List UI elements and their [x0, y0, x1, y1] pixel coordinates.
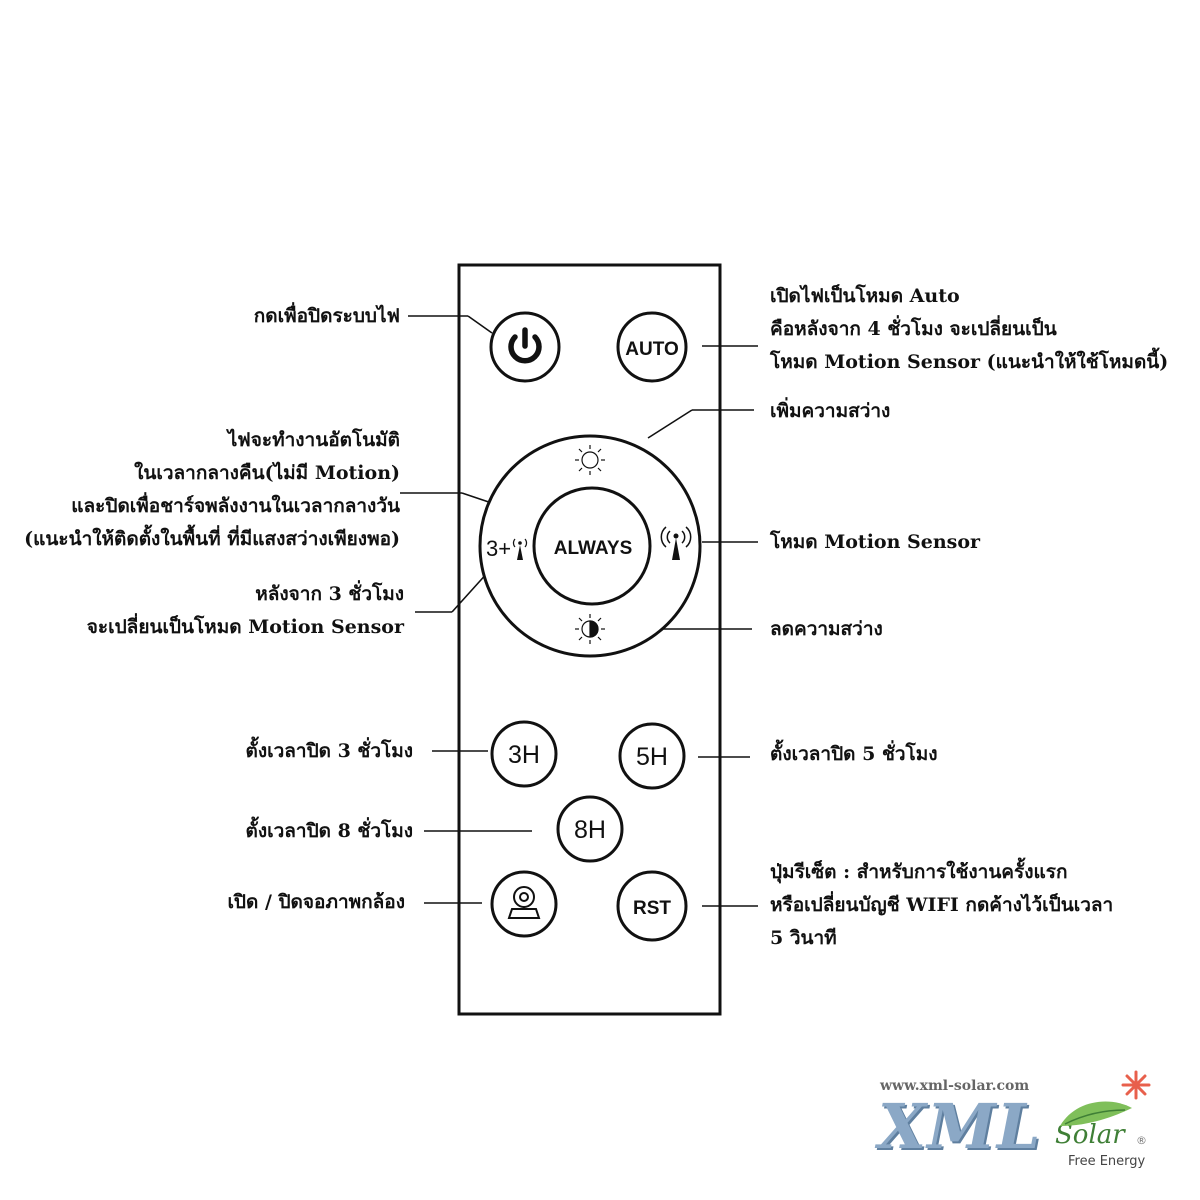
- leader-power-diag: [467, 315, 493, 334]
- power-icon: [508, 327, 542, 364]
- timer-3h-label: 3H: [508, 741, 540, 769]
- label-always-mode: ไฟจะทำงานอัตโนมัติ ในเวลากลางคืน(ไม่มี M…: [24, 429, 400, 550]
- three-plus-label: 3+: [486, 536, 511, 561]
- logo-sun-icon: [1121, 1070, 1151, 1100]
- label-reset: ปุ่มรีเซ็ต : สำหรับการใช้งานครั้งแรก หรื…: [770, 861, 1114, 949]
- auto-button-label: AUTO: [625, 339, 678, 360]
- leader-3plus-diag: [451, 570, 490, 613]
- label-timer-8h: ตั้งเวลาปิด 8 ชั่วโมง: [245, 820, 413, 842]
- reset-button-label: RST: [633, 898, 671, 919]
- logo-leaf-icon: [1060, 1101, 1132, 1126]
- logo-brand: XML: [878, 1090, 1042, 1163]
- camera-button[interactable]: [490, 870, 558, 938]
- logo-url: www.xml-solar.com: [880, 1078, 1030, 1094]
- three-plus-button[interactable]: 3+: [486, 536, 528, 561]
- timer-8h-label: 8H: [574, 816, 606, 844]
- always-button[interactable]: ALWAYS: [532, 486, 652, 606]
- brand-logo: www.xml-solar.com XML Solar Free Energy …: [860, 1068, 1180, 1178]
- label-brightness-down: ลดความสว่าง: [770, 618, 883, 640]
- sun-outline-icon: [575, 445, 605, 475]
- always-button-label: ALWAYS: [554, 538, 633, 559]
- timer-8h-button[interactable]: 8H: [556, 795, 624, 863]
- label-timer-5h: ตั้งเวลาปิด 5 ชั่วโมง: [770, 743, 938, 765]
- timer-3h-button[interactable]: 3H: [490, 720, 558, 788]
- motion-sensor-small-icon: [512, 538, 528, 560]
- sun-half-icon: [575, 614, 605, 644]
- brightness-up-button[interactable]: [570, 440, 610, 478]
- leader-bright-up-diag: [647, 409, 693, 439]
- label-three-plus: หลังจาก 3 ชั่วโมง จะเปลี่ยนเป็นโหมด Moti…: [86, 583, 404, 638]
- label-timer-3h: ตั้งเวลาปิด 3 ชั่วโมง: [245, 740, 413, 762]
- reset-button[interactable]: RST: [616, 870, 688, 942]
- label-auto-mode: เปิดไฟเป็นโหมด Auto คือหลังจาก 4 ชั่วโมง…: [770, 285, 1169, 373]
- label-brightness-up: เพิ่มความสว่าง: [770, 400, 891, 422]
- logo-registered: ®: [1136, 1134, 1147, 1147]
- motion-sensor-icon: [660, 526, 692, 560]
- motion-sensor-button[interactable]: [658, 525, 694, 565]
- label-camera: เปิด / ปิดจอภาพกล้อง: [227, 891, 405, 913]
- timer-5h-button[interactable]: 5H: [618, 722, 686, 790]
- brightness-down-button[interactable]: [570, 610, 610, 648]
- label-motion-sensor: โหมด Motion Sensor: [770, 531, 981, 553]
- timer-5h-label: 5H: [636, 743, 668, 771]
- camera-icon: [507, 886, 541, 919]
- power-button[interactable]: [489, 311, 561, 383]
- label-power: กดเพื่อปิดระบบไฟ: [253, 305, 400, 327]
- auto-button[interactable]: AUTO: [616, 311, 688, 383]
- logo-tagline: Free Energy: [1068, 1154, 1146, 1169]
